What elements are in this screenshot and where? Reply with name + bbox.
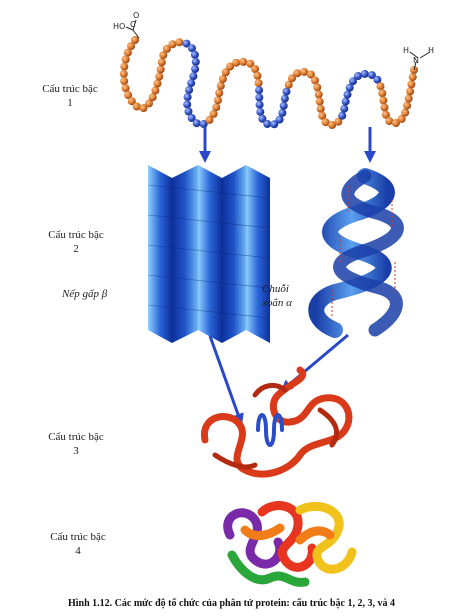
carboxyl-c: C — [130, 20, 136, 29]
amino-acid-bead-blue — [191, 65, 199, 73]
amino-acid-bead-orange — [154, 80, 162, 88]
label-quaternary-structure: Cấu trúc bậc 4 — [28, 530, 128, 558]
amino-acid-bead-blue — [344, 91, 352, 99]
arrow-sheet-to-tertiary — [210, 336, 240, 420]
amino-acid-bead-orange — [232, 59, 240, 67]
amino-acid-bead-blue — [192, 58, 200, 66]
amino-acid-bead-orange — [381, 104, 389, 112]
label-primary-title: Cấu trúc bậc — [20, 82, 120, 96]
amino-acid-bead-orange — [403, 102, 411, 110]
carboxyl-o: O — [133, 11, 139, 20]
amino-acid-bead-blue — [255, 86, 263, 94]
label-alpha-line2: xoắn α — [262, 296, 322, 310]
amino-acid-bead-orange — [175, 38, 183, 46]
amino-acid-bead-blue — [354, 72, 362, 80]
amino-acid-bead-blue — [185, 86, 193, 94]
amino-acid-bead-blue — [281, 95, 289, 103]
amino-acid-bead-orange — [217, 82, 225, 90]
amino-acid-bead-orange — [239, 58, 247, 66]
amino-acid-beads — [120, 36, 418, 129]
label-secondary-number: 2 — [26, 242, 126, 256]
amino-acid-bead-blue — [278, 109, 286, 117]
amino-acid-bead-orange — [120, 77, 128, 85]
label-secondary-title: Cấu trúc bậc — [26, 228, 126, 242]
amino-acid-bead-blue — [263, 120, 271, 128]
amino-acid-bead-orange — [122, 56, 130, 64]
amino-acid-bead-orange — [406, 87, 414, 95]
carboxyl-ho: HO — [113, 22, 125, 31]
amino-acid-bead-blue — [187, 79, 195, 87]
amino-acid-bead-orange — [124, 49, 132, 57]
amino-acid-bead-orange — [212, 103, 220, 111]
amino-acid-bead-blue — [184, 93, 192, 101]
label-tertiary-number: 3 — [26, 444, 126, 458]
amino-acid-bead-orange — [315, 90, 323, 98]
label-alpha-helix: Chuỗi xoắn α — [262, 282, 322, 310]
amine-n: N — [413, 56, 419, 65]
amino-acid-bead-orange — [158, 58, 166, 66]
amino-acid-bead-orange — [311, 76, 319, 84]
label-quaternary-number: 4 — [28, 544, 128, 558]
amino-acid-bead-blue — [340, 105, 348, 113]
amino-acid-bead-blue — [283, 88, 291, 96]
label-primary-structure: Cấu trúc bậc 1 — [20, 82, 120, 110]
amino-acid-bead-orange — [401, 109, 409, 117]
amino-acid-bead-blue — [342, 98, 350, 106]
amino-acid-bead-orange — [255, 79, 263, 87]
tertiary-structure — [204, 370, 348, 474]
amino-acid-bead-blue — [189, 72, 197, 80]
label-tertiary-structure: Cấu trúc bậc 3 — [26, 430, 126, 458]
label-beta-sheet: Nếp gấp β — [62, 287, 107, 301]
alpha-helix — [316, 176, 397, 330]
amino-acid-bead-orange — [377, 82, 385, 90]
label-primary-number: 1 — [20, 96, 120, 110]
amine-h1: H — [403, 46, 409, 55]
amino-acid-bead-orange — [157, 65, 165, 73]
amine-group: N H H — [403, 46, 434, 70]
amino-acid-bead-orange — [378, 89, 386, 97]
amino-acid-bead-blue — [256, 101, 264, 109]
amino-acid-bead-orange — [379, 96, 387, 104]
label-quaternary-title: Cấu trúc bậc — [28, 530, 128, 544]
amino-acid-bead-orange — [317, 105, 325, 113]
amine-h2: H — [428, 46, 434, 55]
amino-acid-bead-orange — [214, 96, 222, 104]
amino-acid-bead-orange — [293, 69, 301, 77]
amino-acid-bead-orange — [149, 93, 157, 101]
label-tertiary-title: Cấu trúc bậc — [26, 430, 126, 444]
amino-acid-bead-blue — [338, 112, 346, 120]
amino-acid-bead-orange — [254, 72, 262, 80]
amino-acid-bead-orange — [155, 73, 163, 81]
amino-acid-bead-orange — [407, 80, 415, 88]
amino-acid-bead-blue — [256, 108, 264, 116]
amino-acid-bead-blue — [193, 119, 201, 127]
amino-acid-bead-orange — [122, 84, 130, 92]
amino-acid-bead-orange — [316, 98, 324, 106]
amino-acid-bead-orange — [215, 89, 223, 97]
amino-acid-bead-orange — [313, 83, 321, 91]
amino-acid-bead-orange — [151, 86, 159, 94]
amino-acid-bead-orange — [120, 70, 128, 78]
label-secondary-structure: Cấu trúc bậc 2 — [26, 228, 126, 256]
amino-acid-bead-blue — [183, 100, 191, 108]
amino-acid-bead-orange — [120, 63, 128, 71]
amino-acid-bead-blue — [255, 94, 263, 102]
amino-acid-bead-blue — [280, 102, 288, 110]
amino-acid-bead-orange — [133, 103, 141, 111]
amino-acid-bead-orange — [409, 73, 417, 81]
amino-acid-bead-blue — [361, 70, 369, 78]
amino-acid-bead-orange — [405, 95, 413, 103]
carboxyl-group: HO C O — [113, 11, 139, 38]
beta-sheet — [148, 165, 270, 343]
amino-acid-bead-blue — [191, 51, 199, 59]
quaternary-structure — [228, 506, 352, 583]
amino-acid-bead-orange — [169, 40, 177, 48]
amino-acid-bead-orange — [251, 65, 259, 73]
label-alpha-line1: Chuỗi — [262, 282, 322, 296]
figure-caption: Hình 1.12. Các mức độ tổ chức của phân t… — [0, 598, 463, 609]
